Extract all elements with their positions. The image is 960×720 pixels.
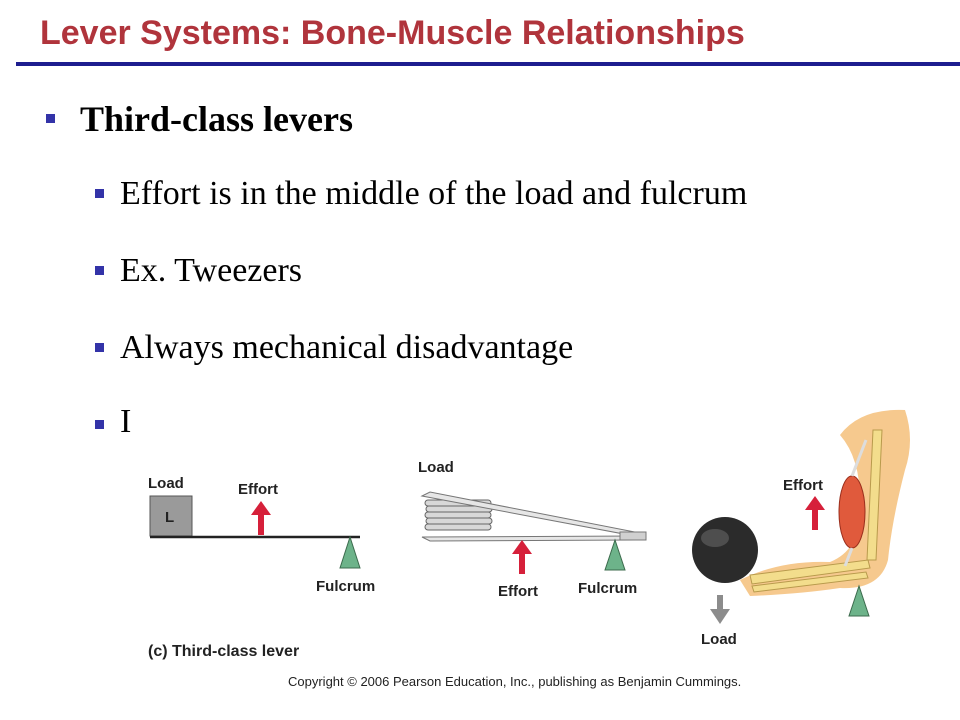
copyright-text: Copyright © 2006 Pearson Education, Inc.… xyxy=(288,674,742,689)
effort-arrow-icon xyxy=(512,540,532,574)
tweezers-fulcrum-label: Fulcrum xyxy=(578,580,637,597)
diagram-effort-label: Effort xyxy=(238,481,278,498)
slide-title: Lever Systems: Bone-Muscle Relationships xyxy=(40,14,745,52)
main-bullet-text: Third-class levers xyxy=(80,99,353,139)
bullet-marker xyxy=(95,343,104,352)
load-arrow-icon xyxy=(710,595,730,624)
tweezers-icon xyxy=(420,491,647,542)
bullet-marker xyxy=(95,266,104,275)
arm-illustration xyxy=(740,409,910,596)
sub-bullet-text: Ex. Tweezers xyxy=(120,252,303,289)
figure-caption: (c) Third-class lever xyxy=(148,643,299,660)
diagram-fulcrum-label: Fulcrum xyxy=(316,578,375,595)
title-divider xyxy=(16,62,960,66)
fulcrum-triangle-icon xyxy=(339,535,361,569)
diagram-load-box-label: L xyxy=(165,509,174,526)
tweezers-load-label: Load xyxy=(418,459,454,476)
diagram-load-label: Load xyxy=(148,475,184,492)
tweezers-effort-label: Effort xyxy=(498,583,538,600)
fulcrum-triangle-icon xyxy=(604,538,626,571)
arm-effort-label: Effort xyxy=(783,477,823,494)
sub-bullet-text: I xyxy=(120,403,132,440)
weight-ball-icon xyxy=(692,517,758,583)
sub-bullet-text: Always mechanical disadvantage xyxy=(120,329,574,366)
bullet-marker xyxy=(95,420,104,429)
effort-arrow-icon xyxy=(251,501,271,535)
bullet-marker xyxy=(95,189,104,198)
load-block xyxy=(149,495,193,537)
third-class-lever-figure: Load L Effort Fulcrum Load Effort xyxy=(140,400,960,700)
biceps-muscle xyxy=(838,475,866,549)
figure-canvas: Load L Effort Fulcrum Load Effort xyxy=(140,400,960,700)
arm-load-label: Load xyxy=(701,631,737,648)
effort-arrow-icon xyxy=(805,496,825,530)
bullet-marker xyxy=(46,114,55,123)
fulcrum-triangle-icon xyxy=(848,584,870,617)
sub-bullet-text: Effort is in the middle of the load and … xyxy=(120,175,748,212)
